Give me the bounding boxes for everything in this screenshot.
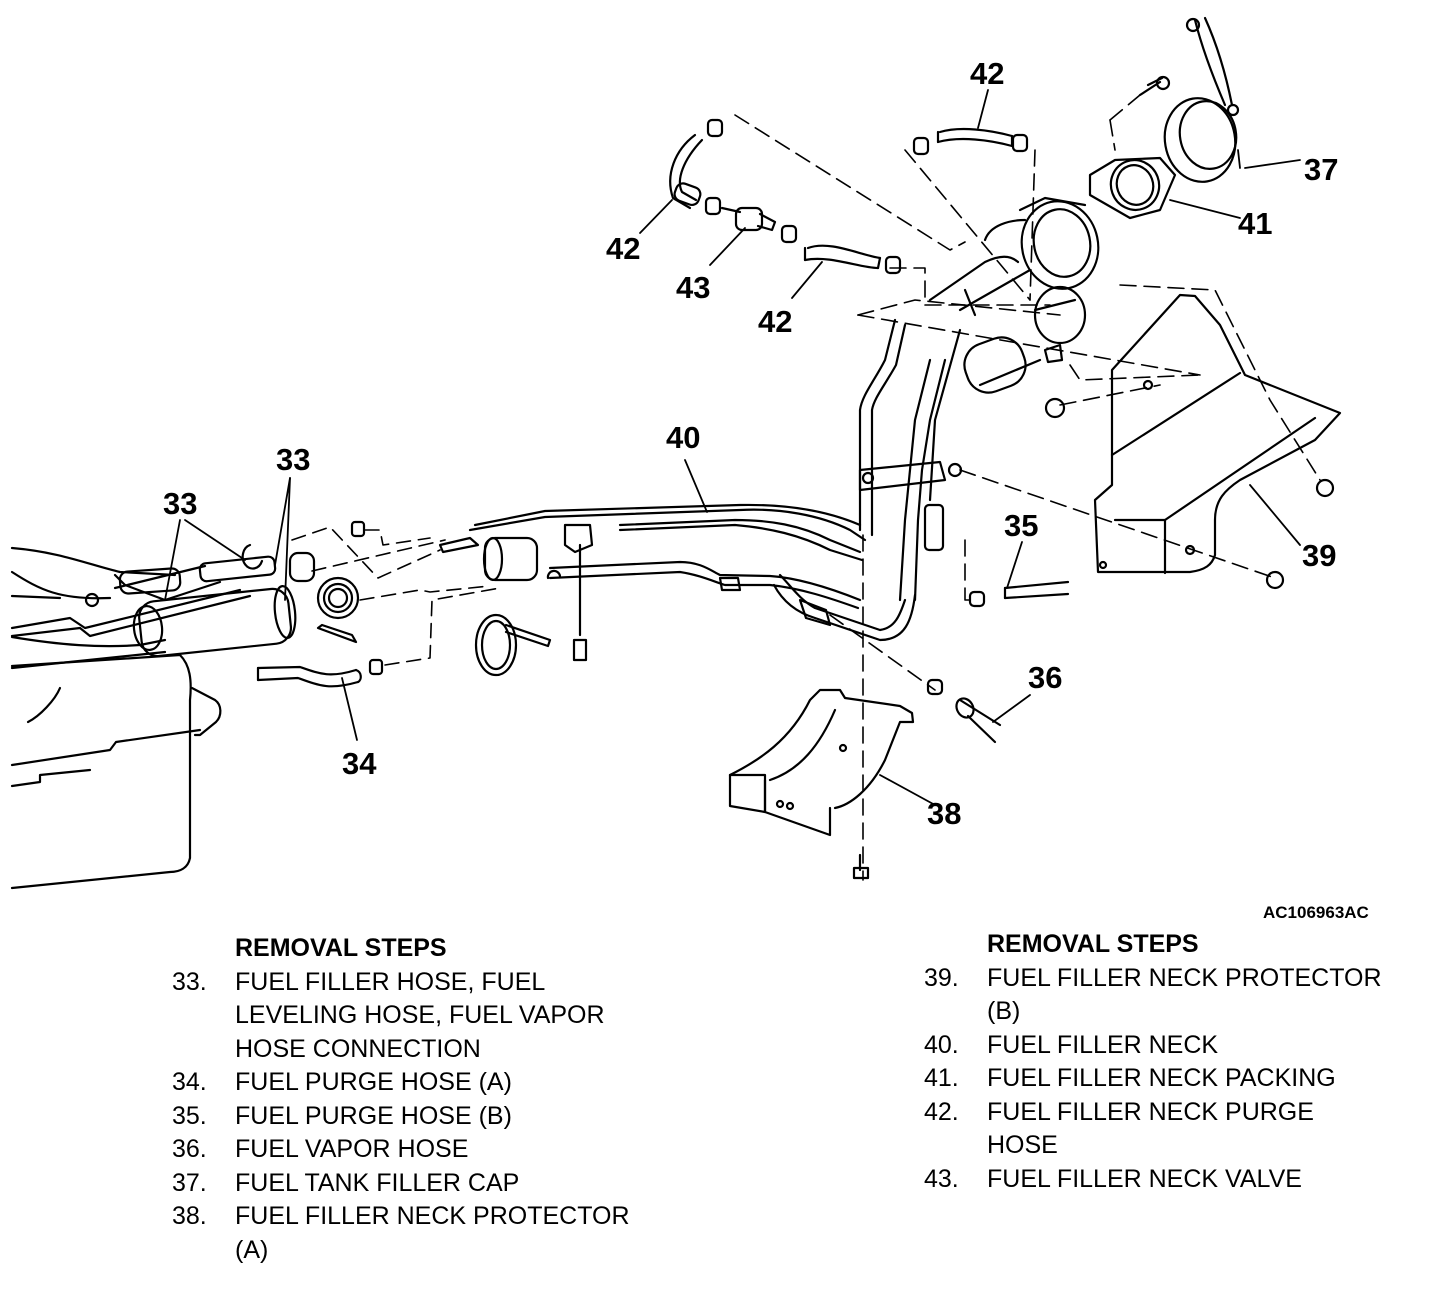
step-text: FUEL FILLER NECK [987, 1030, 1219, 1059]
step-number: 41. [924, 1064, 959, 1092]
callout-41: 41 [1238, 206, 1273, 241]
step-number: 38. [172, 1202, 207, 1230]
step-37: 37. FUEL TANK FILLER CAP [172, 1167, 692, 1201]
step-text: (A) [235, 1235, 269, 1264]
fuel-filler-neck-protector-a-shape [728, 688, 915, 880]
filler-neck-riser [858, 318, 963, 602]
step-text: LEVELING HOSE, FUEL VAPOR [235, 1001, 605, 1029]
step-text: HOSE CONNECTION [235, 1034, 481, 1063]
step-number: 34. [172, 1068, 207, 1096]
callout-42: 42 [606, 231, 641, 266]
step-43: 43. FUEL FILLER NECK VALVE [924, 1163, 1444, 1197]
callout-42: 42 [758, 304, 793, 339]
step-number: 37. [172, 1168, 207, 1197]
filler-inlet [928, 196, 1100, 394]
fuel-vapor-hose-shape [926, 678, 1002, 744]
step-40: 40. FUEL FILLER NECK [924, 1029, 1444, 1063]
assembly-lines-left [291, 526, 501, 666]
step-text: FUEL FILLER HOSE, FUEL [235, 967, 546, 996]
figure-id: AC106963AC [1263, 903, 1369, 922]
step-41: 41. FUEL FILLER NECK PACKING [924, 1062, 1444, 1096]
step-33: 33. FUEL FILLER HOSE, FUEL LEVELING HOSE… [172, 966, 692, 1067]
callout-33: 33 [163, 486, 198, 521]
callout-37: 37 [1304, 152, 1339, 187]
hose-clamps-top [704, 118, 1029, 275]
step-39: 39. FUEL FILLER NECK PROTECTOR (B) [924, 962, 1444, 1029]
leader-lines [164, 89, 1301, 806]
step-number: 39. [924, 963, 959, 992]
step-35: 35. FUEL PURGE HOSE (B) [172, 1100, 692, 1134]
step-text: FUEL VAPOR HOSE [235, 1135, 469, 1163]
fuel-purge-hose-a-shape [256, 665, 362, 688]
step-text: FUEL FILLER NECK PURGE [987, 1097, 1314, 1126]
removal-steps-heading: REMOVAL STEPS [987, 930, 1199, 958]
hose-clamps-left [241, 520, 384, 676]
step-number: 33. [172, 967, 207, 996]
callout-43: 43 [676, 270, 711, 305]
step-number: 36. [172, 1135, 207, 1163]
fuel-filler-neck-shape [438, 503, 917, 642]
step-text: HOSE [987, 1131, 1058, 1159]
step-text: FUEL FILLER NECK VALVE [987, 1164, 1302, 1193]
tank-hose-connections [10, 555, 297, 658]
fuel-tank [10, 546, 222, 890]
callout-39: 39 [1302, 538, 1337, 573]
removal-steps-right: REMOVAL STEPS 39. FUEL FILLER NECK PROTE… [924, 928, 1444, 1196]
fuel-tank-filler-cap-shape [1138, 16, 1240, 183]
callout-35: 35 [1004, 508, 1039, 543]
step-38: 38. FUEL FILLER NECK PROTECTOR (A) [172, 1200, 692, 1267]
step-number: 42. [924, 1097, 959, 1126]
callout-33: 33 [276, 442, 311, 477]
step-42: 42. FUEL FILLER NECK PURGE HOSE [924, 1096, 1444, 1163]
step-text: FUEL PURGE HOSE (A) [235, 1068, 512, 1096]
step-text: FUEL PURGE HOSE (B) [235, 1101, 512, 1130]
callout-34: 34 [342, 746, 377, 781]
exploded-parts-diagram: 33 33 34 35 36 37 38 39 40 41 42 42 42 4… [10, 16, 1342, 890]
step-number: 35. [172, 1101, 207, 1130]
fuel-filler-neck-purge-hoses-shape [669, 127, 1014, 270]
fuel-filler-neck-valve-shape [720, 206, 777, 232]
step-text: FUEL FILLER NECK PROTECTOR [235, 1202, 630, 1230]
callout-40: 40 [666, 420, 701, 455]
fuel-purge-hose-b-shape [968, 580, 1070, 608]
step-34: 34. FUEL PURGE HOSE (A) [172, 1066, 692, 1100]
callout-36: 36 [1028, 660, 1063, 695]
step-text: FUEL FILLER NECK PROTECTOR [987, 963, 1382, 992]
step-text: FUEL FILLER NECK PACKING [987, 1064, 1336, 1092]
step-text: FUEL TANK FILLER CAP [235, 1168, 520, 1197]
fuel-filler-neck-packing-shape [1088, 156, 1177, 220]
removal-steps-left: REMOVAL STEPS 33. FUEL FILLER HOSE, FUEL… [172, 932, 692, 1267]
step-36: 36. FUEL VAPOR HOSE [172, 1133, 692, 1167]
step-number: 43. [924, 1164, 959, 1193]
step-text: (B) [987, 997, 1021, 1025]
removal-steps-heading: REMOVAL STEPS [235, 934, 447, 962]
strap-and-bolt [474, 543, 588, 677]
diagram-artwork [10, 16, 1342, 890]
assembly-lines-filler [734, 94, 1321, 881]
callout-42: 42 [970, 56, 1005, 91]
step-number: 40. [924, 1030, 959, 1059]
callout-38: 38 [927, 796, 962, 831]
fuel-filler-neck-protector-b-shape [1044, 293, 1342, 590]
